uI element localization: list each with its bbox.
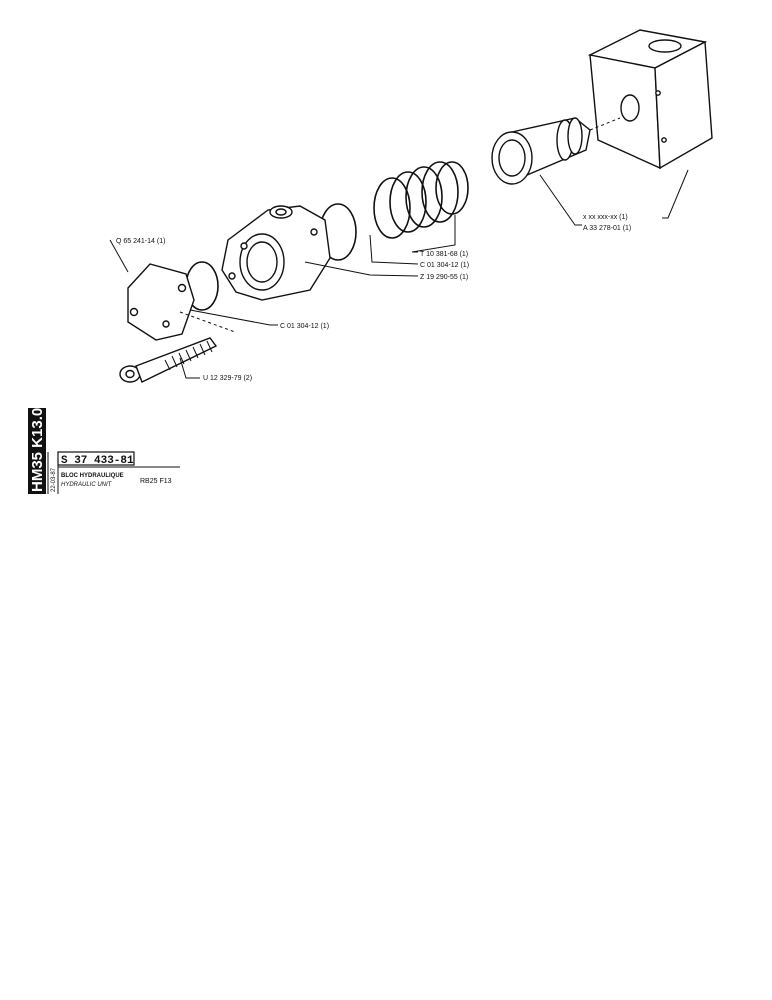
hydraulic-block (587, 29, 713, 170)
valve-housing (221, 205, 331, 301)
cap-screw (119, 337, 218, 383)
spring (373, 161, 469, 239)
part-name-fr: BLOC HYDRAULIQUE (61, 473, 124, 479)
drawing-date: 22-03-87 (51, 467, 57, 492)
callout-a33: A 33 278-01 (1) (583, 225, 631, 232)
callout-q65: Q 65 241-14 (1) (116, 238, 165, 245)
part-name-en: HYDRAULIC UNIT (61, 482, 113, 488)
callout-t10: T 10 381-68 (1) (420, 251, 468, 258)
callout-c01-upper: C 01 304-12 (1) (420, 262, 469, 269)
model-code: RB25 F13 (140, 478, 172, 485)
callout-c01-lower: C 01 304-12 (1) (280, 323, 329, 330)
part-reference: S 37 433-81 (61, 455, 134, 467)
drawing-code: HM35 K13.0 (29, 408, 46, 492)
leader-lines (109, 169, 689, 379)
callout-u12: U 12 329-79 (2) (203, 375, 252, 382)
callout-z19: Z 19 290-55 (1) (420, 274, 468, 281)
cover-plate (127, 263, 195, 341)
title-block: HM35 K13.0 22-03-87 S 37 433-81 BLOC HYD… (28, 408, 180, 494)
valve-spool (491, 117, 621, 185)
callout-xx-part: x xx xxx-xx (1) (583, 214, 628, 221)
